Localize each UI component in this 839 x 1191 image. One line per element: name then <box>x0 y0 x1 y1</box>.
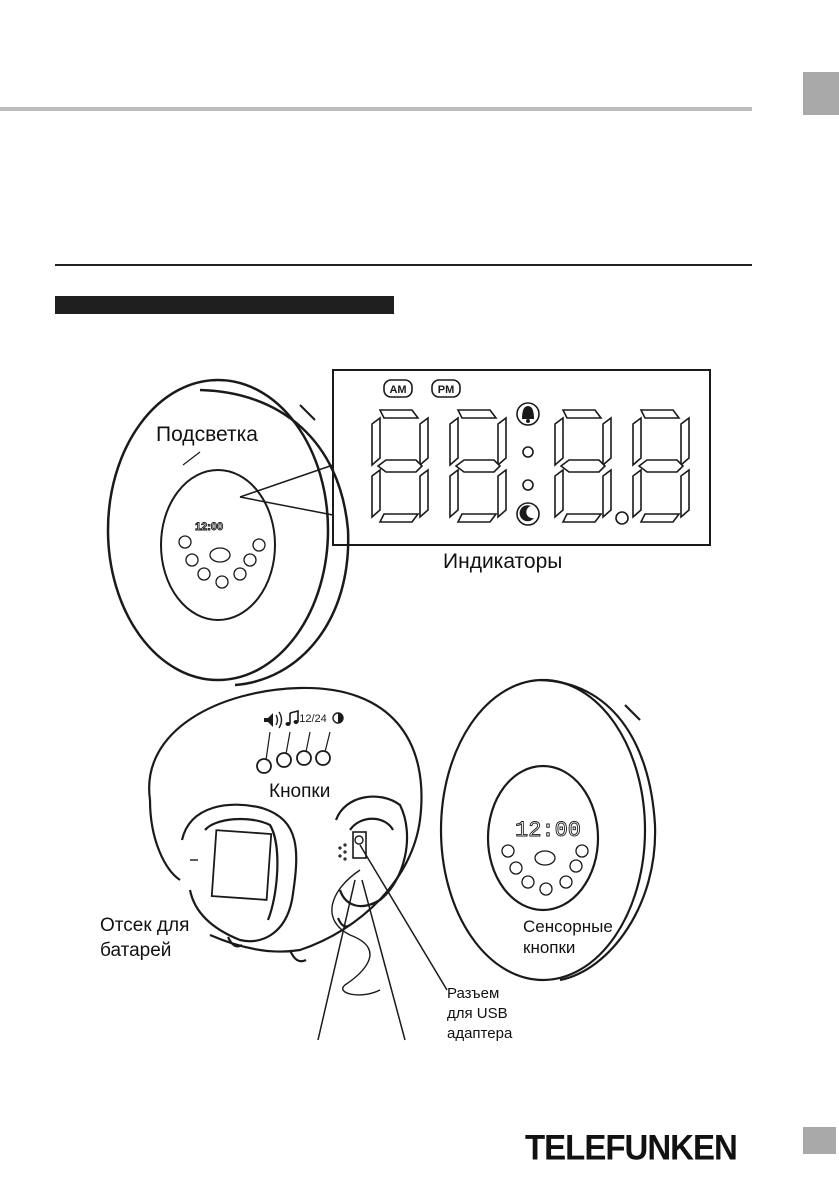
music-note-icon <box>286 711 299 726</box>
svg-text:12:00: 12:00 <box>515 818 581 843</box>
bell-icon <box>517 403 539 425</box>
format-12-24-label: 12/24 <box>299 713 327 725</box>
svg-text:12:00: 12:00 <box>195 521 223 533</box>
buttons-label: Кнопки <box>269 781 330 803</box>
usb-label-line3: адаптера <box>447 1025 512 1043</box>
pm-indicator: PM <box>438 384 455 396</box>
front-device-bottom-display: 12:00 <box>502 818 588 895</box>
page-tab <box>803 1127 836 1154</box>
touch-buttons-label-line1: Сенсорные <box>523 916 613 938</box>
contrast-icon <box>333 713 343 723</box>
brand-logo: TELEFUNKEN <box>525 1127 737 1168</box>
usb-label-line1: Разъем <box>447 985 499 1003</box>
am-indicator: AM <box>389 384 406 396</box>
am-pm-indicators: AM PM <box>384 380 460 397</box>
volume-icon <box>264 712 282 728</box>
usb-label-line2: для USB <box>447 1005 508 1023</box>
back-device <box>149 688 447 1040</box>
front-device-top-display: 12:00 <box>179 521 265 588</box>
battery-label-line1: Отсек для <box>100 915 189 937</box>
battery-label-line2: батарей <box>100 940 171 962</box>
touch-buttons-label-line2: кнопки <box>523 937 575 959</box>
indicators-label: Индикаторы <box>443 551 562 573</box>
back-buttons <box>257 732 330 773</box>
sleep-moon-icon <box>517 503 539 525</box>
backlight-label: Подсветка <box>156 424 258 446</box>
